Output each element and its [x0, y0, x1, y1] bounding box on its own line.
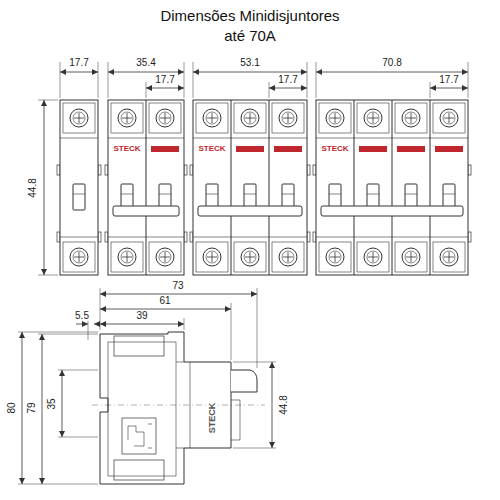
dimension-label: 17.7	[154, 75, 175, 85]
brand-label: STECK	[112, 145, 141, 153]
side-view	[92, 332, 265, 484]
dimension-label: 44.8	[28, 177, 38, 198]
title: Dimensões Minidisjuntores até 70A	[150, 6, 350, 45]
front-view	[57, 100, 471, 275]
dimension-label: 17.7	[68, 58, 89, 68]
dimension-label: 39	[135, 311, 148, 321]
red-stripe	[397, 146, 425, 152]
red-stripe	[236, 146, 264, 152]
top-terminal	[114, 336, 164, 356]
dimension-label: 73	[171, 281, 184, 291]
dimension-label: 80	[7, 401, 17, 414]
dimension-label: 35	[47, 397, 57, 410]
dimension-label: 53.1	[239, 58, 260, 68]
dimension-label: 79	[27, 401, 37, 414]
breaker-module	[190, 100, 310, 275]
brand-label: STECK	[197, 145, 226, 153]
breaker-module	[313, 100, 471, 275]
dimension-label: 44.8	[279, 394, 289, 415]
rating-label	[122, 418, 156, 454]
bottom-terminal	[114, 460, 164, 480]
dimension-label: 61	[158, 296, 171, 306]
red-stripe	[151, 146, 179, 152]
brand-label: STECK	[208, 402, 217, 435]
breaker-module	[105, 100, 187, 275]
inner-frame	[108, 342, 176, 476]
handle	[231, 370, 257, 392]
breaker-module	[57, 100, 101, 275]
center-line	[92, 405, 265, 406]
red-stripe	[435, 146, 463, 152]
brand-label: STECK	[320, 145, 349, 153]
dimension-label: 5.5	[74, 311, 90, 321]
red-stripe	[359, 146, 387, 152]
dimension-label: 17.7	[277, 75, 298, 85]
dimension-label: 17.7	[438, 75, 459, 85]
red-stripe	[274, 146, 302, 152]
side-housing	[100, 332, 231, 484]
dimension-label: 70.8	[381, 58, 402, 68]
dimension-label: 35.4	[135, 58, 156, 68]
dimension-lines	[18, 62, 468, 484]
label-symbol	[128, 424, 152, 448]
